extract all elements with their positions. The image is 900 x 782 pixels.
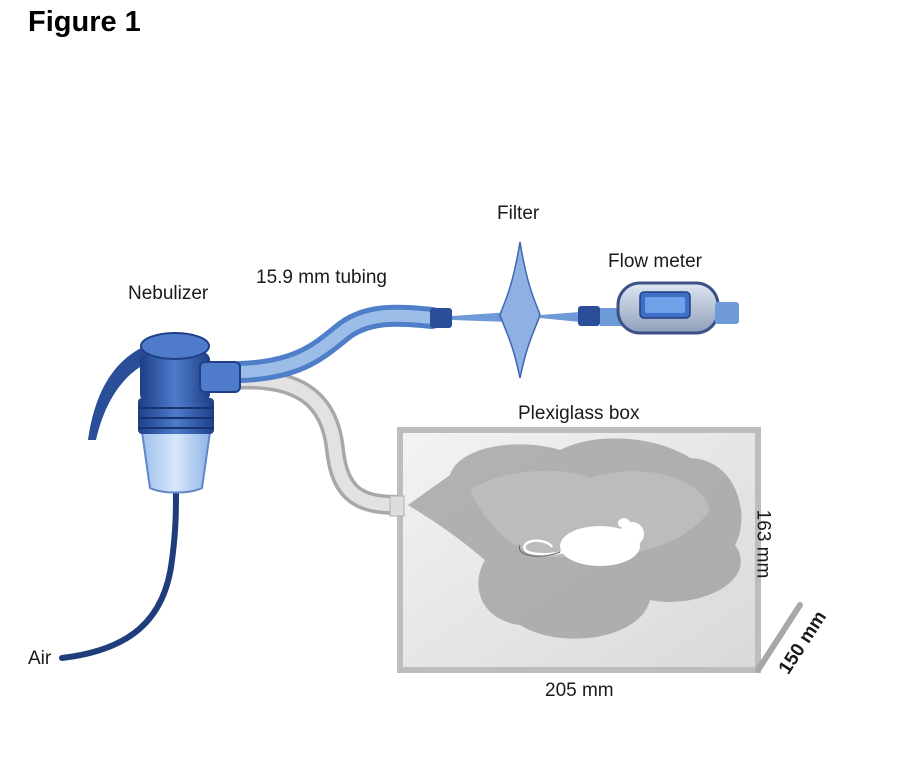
flow-meter	[600, 281, 739, 335]
height-dimension-label: 163 mm	[752, 509, 774, 579]
mouse	[518, 518, 644, 566]
figure-title: Figure 1	[28, 6, 141, 38]
nebulizer	[88, 332, 241, 494]
width-dimension-label: 205 mm	[545, 680, 614, 701]
filter	[452, 241, 600, 379]
filter-label: Filter	[497, 203, 540, 224]
air-line	[59, 487, 179, 661]
tubing-label: 15.9 mm tubing	[256, 267, 387, 288]
air-label: Air	[28, 648, 52, 669]
flow-meter-label: Flow meter	[608, 251, 702, 272]
nebulizer-label: Nebulizer	[128, 283, 209, 304]
box-label: Plexiglass box	[518, 403, 640, 424]
